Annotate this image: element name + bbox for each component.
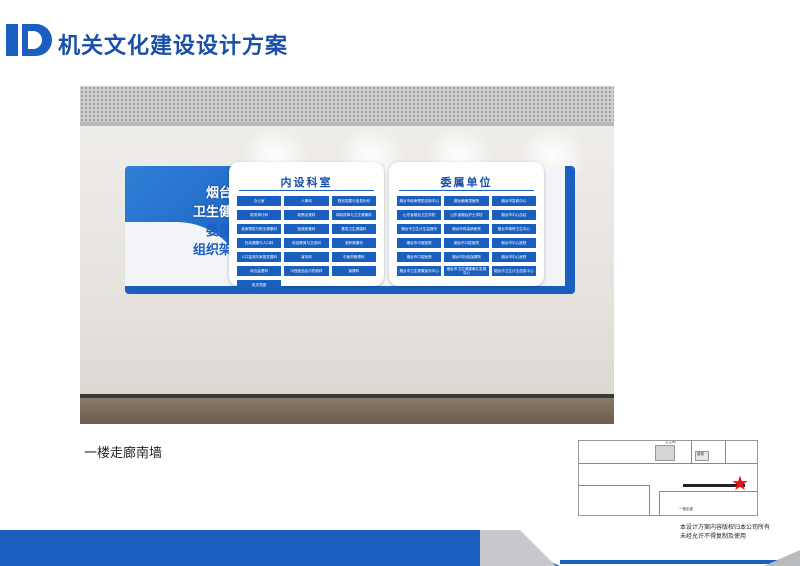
footer-blue-line: [560, 560, 800, 564]
grid-cell: 烟台市疾病预防控制中心: [397, 196, 442, 206]
wall-rendering: 烟台市 卫生健康 委员会 组织架构 内设科室 办公室人事科规划发展与信息化科财务…: [80, 86, 614, 424]
plan-label: 一楼走廊: [679, 507, 693, 511]
grid-cell: 烟台市卫生计生信息中心: [491, 266, 536, 276]
ceiling: [80, 86, 614, 122]
grid-cell: 人事科: [284, 196, 329, 206]
grid-cell: 机关党委: [237, 280, 282, 290]
plan-wall: [579, 463, 757, 464]
copyright-notice: 本设计方案内容版权归本公司所有 未经允许不得复制及使用: [680, 523, 770, 541]
grid-cell: 科技教育与交流科: [284, 238, 329, 248]
grid-cell: 体制改革与卫生健康科: [331, 210, 376, 220]
location-caption: 一楼走廊南墙: [84, 446, 163, 461]
plan-wall: [579, 485, 649, 486]
grid-cell: 烟台市中心血站: [491, 210, 536, 220]
page-title: 机关文化建设设计方案: [58, 34, 289, 59]
grid-cell: 烟台市中医医院: [397, 238, 442, 248]
plan-label: 卫生间: [665, 440, 676, 444]
board-right-edge: [565, 166, 575, 292]
plan-wall: [649, 485, 650, 515]
footer-blue-band: [0, 530, 560, 566]
ceiling-edge: [80, 122, 614, 126]
location-star-icon: ★: [731, 471, 749, 495]
plan-wall: [659, 491, 660, 515]
grid-cell: 烟台市卫生健康事业发展中心: [444, 266, 489, 276]
floor-plan: 卫生间 楼梯 一楼走廊 ★: [578, 440, 758, 516]
grid-cell: 烟台市精神卫生中心: [491, 224, 536, 234]
grid-cell: 烟台毓璜顶医院: [444, 196, 489, 206]
grid-cell: 综合监督科: [237, 266, 282, 276]
grid-cell: 烟台市卫生健康宣传中心: [397, 266, 442, 276]
board-bottom-stripe: [125, 286, 575, 294]
plan-room: [695, 451, 709, 461]
panel-divider: [239, 190, 374, 191]
affiliated-units-panel: 委属单位 烟台市疾病预防控制中心烟台毓璜顶医院烟台市急救中心山东省烟台卫生学校山…: [389, 162, 544, 286]
panel-title: 内设科室: [280, 176, 333, 189]
grid-cell: 财务审计科: [237, 210, 282, 220]
grid-cell: 烟台市妇幼保健院: [444, 252, 489, 262]
logo-d-shape: [22, 24, 52, 56]
grid-cell: 烟台市口腔医院: [444, 238, 489, 248]
grid-cell: 医政医管科: [284, 224, 329, 234]
plan-room: [655, 445, 675, 461]
grid-cell: 烟台市中心医院: [491, 238, 536, 248]
grid-cell: 政策法规科: [284, 210, 329, 220]
notice-line: 未经允许不得复制及使用: [680, 533, 747, 540]
grid-cell: 中西医结合与药政科: [284, 266, 329, 276]
grid-cell: 疾病预防与职业健康科: [237, 224, 282, 234]
plan-wall: [725, 441, 726, 463]
logo: [6, 24, 54, 56]
grid-cell: 办公室: [237, 196, 282, 206]
grid-cell: 基层卫生健康科: [331, 224, 376, 234]
skirting: [80, 394, 614, 398]
panel-divider: [399, 190, 534, 191]
plan-label: 楼梯: [697, 452, 704, 456]
department-grid: 办公室人事科规划发展与信息化科财务审计科政策法规科体制改革与卫生健康科疾病预防与…: [237, 196, 376, 290]
unit-grid: 烟台市疾病预防控制中心烟台毓璜顶医院烟台市急救中心山东省烟台卫生学校山东省烟台护…: [397, 196, 536, 276]
grid-cell: 规划发展与信息化科: [331, 196, 376, 206]
panel-title: 委属单位: [440, 176, 493, 189]
plan-target-wall: [683, 484, 745, 487]
grid-cell: 山东省烟台卫生学校: [397, 210, 442, 220]
grid-cell: 烟台市口腔医院: [397, 252, 442, 262]
grid-cell: 老龄健康科: [331, 238, 376, 248]
grid-cell: 妇幼健康与人口科: [237, 238, 282, 248]
grid-cell: 山东省烟台护士学校: [444, 210, 489, 220]
org-chart-board: 烟台市 卫生健康 委员会 组织架构 内设科室 办公室人事科规划发展与信息化科财务…: [125, 162, 575, 296]
board-blue-wave: [125, 166, 247, 292]
internal-departments-panel: 内设科室 办公室人事科规划发展与信息化科财务审计科政策法规科体制改革与卫生健康科…: [229, 162, 384, 290]
notice-line: 本设计方案内容版权归本公司所有: [680, 524, 771, 531]
logo-bar: [6, 24, 18, 56]
grid-cell: 宣传科: [284, 252, 329, 262]
grid-cell: 烟台市卫生计生监督所: [397, 224, 442, 234]
floor: [80, 398, 614, 424]
grid-cell: 烟台市中心医院: [491, 252, 536, 262]
grid-cell: 保健科: [331, 266, 376, 276]
grid-cell: 烟台市急救中心: [491, 196, 536, 206]
grid-cell: 中医药管理科: [331, 252, 376, 262]
grid-cell: 人口监测与家庭发展科: [237, 252, 282, 262]
plan-wall: [659, 491, 757, 492]
grid-cell: 烟台市传染病医院: [444, 224, 489, 234]
plan-wall: [691, 441, 692, 463]
